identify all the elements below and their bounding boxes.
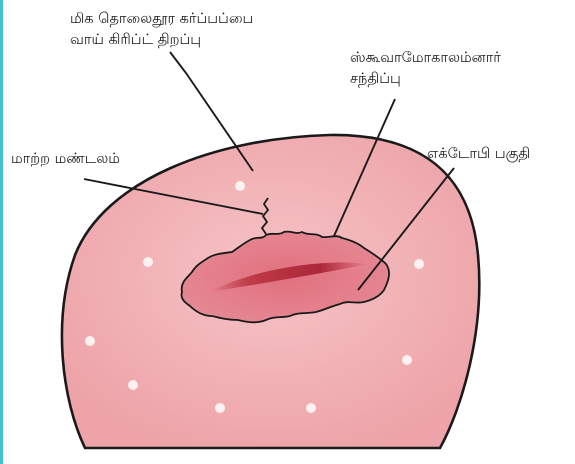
crypt-dot [143,257,153,267]
crypt-dot [235,181,245,191]
label-ectopy-area: எக்டோபி பகுதி [427,144,530,165]
label-line: ஸ்கூவாமோகாலம்னார் [350,48,501,69]
label-transformation-zone: மாற்ற மண்டலம் [11,149,120,170]
crypt-dot [128,380,138,390]
crypt-dot [402,355,412,365]
crypt-dot [215,403,225,413]
crypt-dot [85,336,95,346]
label-line: மிக தொலைதூர கர்ப்பப்பை [70,9,253,30]
label-line: வாய் கிரிப்ட் திறப்பு [70,30,253,51]
label-line: எக்டோபி பகுதி [427,144,530,165]
crypt-dot [306,403,316,413]
label-line: சந்திப்பு [350,69,501,90]
label-squamocolumnar-junction: ஸ்கூவாமோகாலம்னார் சந்திப்பு [350,48,501,90]
label-line: மாற்ற மண்டலம் [11,149,120,170]
crypt-dot [414,259,424,269]
label-furthest-crypt-opening: மிக தொலைதூர கர்ப்பப்பை வாய் கிரிப்ட் திற… [70,9,253,51]
